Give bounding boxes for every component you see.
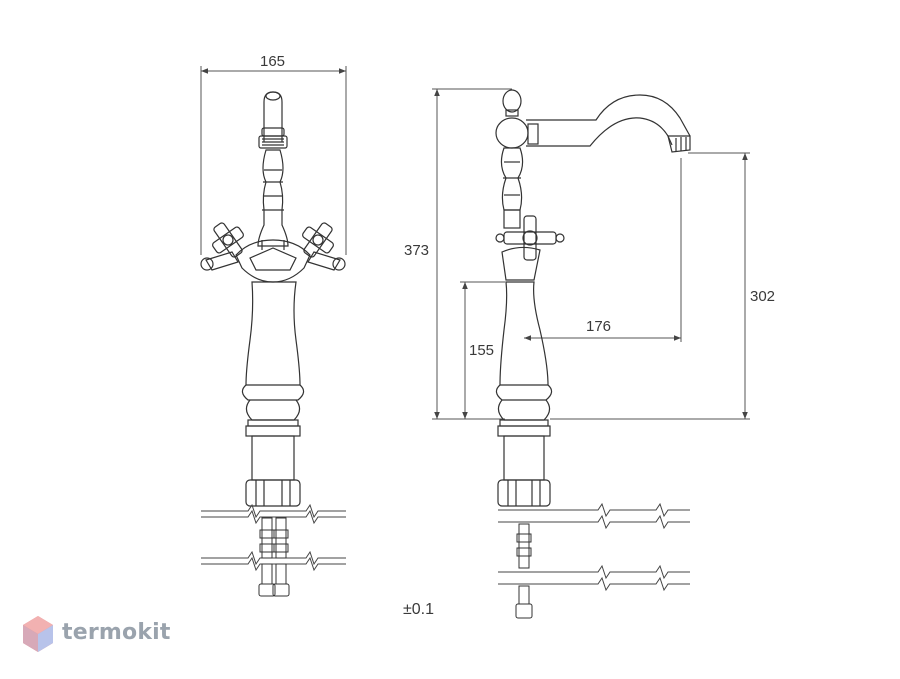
dimension-302-line [550,152,750,420]
dimension-155-label: 155 [469,342,495,359]
brand-name: termokit [62,619,171,645]
logo-spacer [22,614,54,650]
dimension-176-label: 176 [586,318,612,335]
side-view [432,88,750,619]
dimension-165-line [200,66,347,255]
dimension-176-line [524,158,682,342]
brand-logo[interactable]: termokit [22,614,171,650]
dimension-373-line [432,88,512,420]
tolerance-label: ±0.1 [403,601,435,618]
dimension-165-label: 165 [260,53,286,70]
front-view [200,66,347,597]
dimension-302-label: 302 [750,288,776,305]
termokit-logo-mark [23,616,53,652]
dimension-155-line [460,281,505,419]
dimension-373-label: 373 [404,242,430,259]
